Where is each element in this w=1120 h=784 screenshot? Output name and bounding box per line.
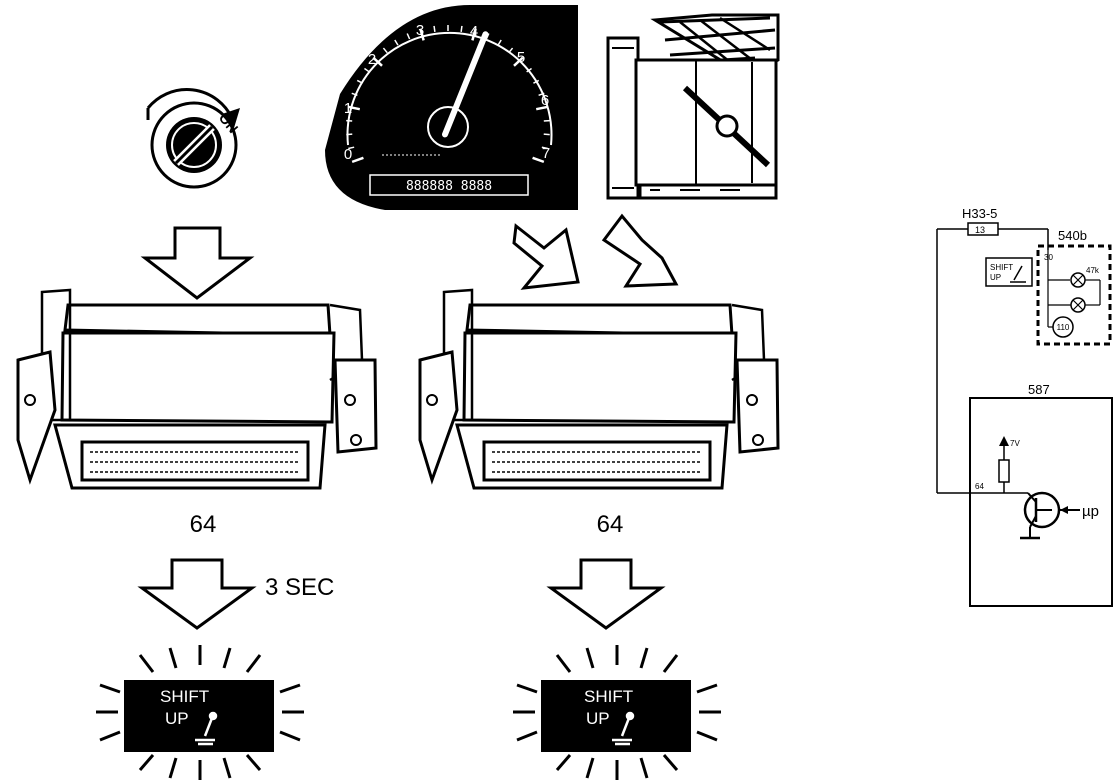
- gauge-tick: [532, 156, 545, 164]
- gear-shifter-icon: [1010, 265, 1026, 283]
- resistor-label: 47k: [1086, 266, 1100, 275]
- gauge-hub: [427, 106, 469, 148]
- gauge-tick-labels: 0 1 2 3 4 5 6 7: [344, 22, 550, 163]
- signal-arrow-icon: [1060, 506, 1068, 514]
- lamp-left-line1: SHIFT: [160, 687, 209, 706]
- input-arrow-left: [140, 226, 255, 300]
- lamp-left-line2: UP: [165, 709, 189, 728]
- input-arrow-center: [512, 223, 580, 290]
- gauge-tick: [356, 79, 363, 84]
- gauge-tick-label: 6: [541, 92, 549, 109]
- module-pin-label: 64: [975, 482, 984, 491]
- supply-voltage-label: 7V: [1010, 439, 1020, 448]
- gear-shifter-icon: [612, 711, 635, 746]
- gauge-tick: [406, 33, 411, 40]
- gauge-tick-label: 4: [470, 23, 478, 40]
- shift-up-lamp-right: SHIFT UP: [513, 645, 721, 780]
- wiring-schematic: H33-5 13 540b 30 47k SHIFT UP 110 587: [936, 206, 1113, 607]
- output-arrow-left: [137, 558, 257, 630]
- ecu-right-label: 64: [597, 511, 624, 538]
- gauge-tick: [497, 39, 502, 46]
- output-arrow-right: [546, 558, 666, 630]
- tachometer-gauge: 0 1 2 3 4 5 6 7 888888 8888: [325, 5, 578, 210]
- ecu-left-label: 64: [190, 511, 217, 538]
- shift-up-lamp-left: SHIFT UP: [96, 645, 304, 780]
- gauge-tick: [394, 39, 399, 46]
- connector-pin-label: 13: [975, 225, 985, 235]
- microprocessor-label: µp: [1082, 503, 1099, 520]
- schematic-connector-label: H33-5: [962, 206, 997, 221]
- gauge-tick: [526, 67, 532, 73]
- instrument-panel-box: [1036, 244, 1112, 346]
- lamp-right-line1: SHIFT: [584, 687, 633, 706]
- module-label: 587: [1028, 382, 1050, 397]
- throttle-body-icon: [606, 13, 780, 200]
- gauge-tick: [351, 156, 364, 164]
- gauge-tick: [471, 28, 477, 41]
- ignition-switch-icon: ON: [146, 87, 241, 189]
- gauge-tick-label: 5: [517, 49, 525, 66]
- gauge-tick: [508, 47, 514, 54]
- gauge-tick-label: 2: [368, 51, 376, 68]
- odometer-readout: 888888 8888: [406, 179, 492, 194]
- gauge-tick: [535, 105, 549, 111]
- gauge-needle: [442, 31, 489, 138]
- pullup-resistor: [998, 459, 1010, 483]
- gauge-tick: [533, 79, 540, 84]
- gear-shifter-icon: [195, 711, 218, 746]
- ecu-module-right: [418, 288, 780, 490]
- schematic-lamp-text-1: SHIFT: [990, 263, 1013, 272]
- gauge-tick: [347, 105, 361, 111]
- gauge-tick: [460, 25, 463, 33]
- delay-label: 3 SEC: [265, 574, 334, 601]
- gauge-tick-label: 7: [542, 145, 550, 162]
- gauge-tick: [419, 28, 425, 41]
- panel-label: 540b: [1058, 228, 1087, 243]
- input-arrow-right: [601, 213, 679, 288]
- ground-pin-label: 110: [1057, 323, 1070, 332]
- gauge-tick-marks: [346, 25, 550, 164]
- schematic-lamp-text-2: UP: [990, 273, 1001, 282]
- gauge-tick: [382, 47, 388, 54]
- gauge-tick: [433, 25, 436, 33]
- gauge-tick: [372, 56, 383, 67]
- ecu-module-left: [16, 288, 378, 490]
- gauge-tick-label: 1: [344, 100, 352, 117]
- gauge-tick: [538, 92, 545, 97]
- lamp-right-line2: UP: [586, 709, 610, 728]
- gauge-tick: [348, 146, 355, 150]
- gauge-tick: [364, 67, 370, 73]
- gauge-tick: [351, 92, 358, 97]
- gauge-tick: [541, 146, 548, 150]
- gauge-tick-label: 3: [416, 22, 424, 39]
- gauge-tick: [513, 56, 524, 67]
- odometer-display: [369, 174, 529, 196]
- gauge-tick-label: 0: [344, 146, 352, 163]
- supply-arrow-icon: [999, 436, 1009, 446]
- panel-pin-label: 30: [1044, 253, 1053, 262]
